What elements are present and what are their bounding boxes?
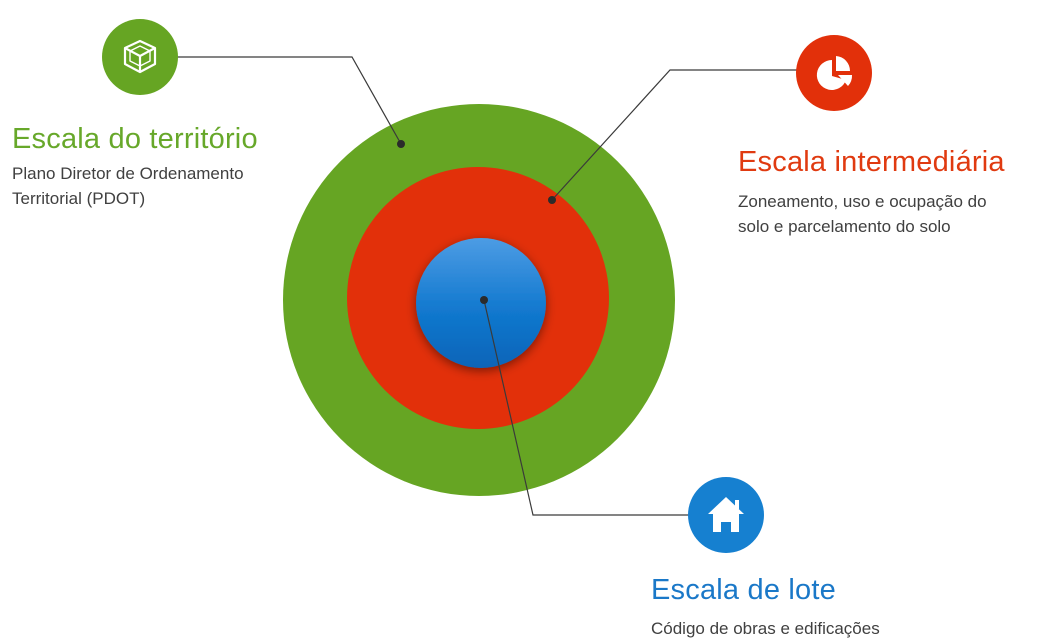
lote-connector <box>483 299 708 516</box>
intermediaria-description-line: Zoneamento, uso e ocupação do <box>738 192 987 211</box>
lote-title: Escala de lote <box>651 574 836 606</box>
territorio-description-line: Territorial (PDOT) <box>12 189 146 208</box>
intermediaria-text-block: Escala intermediária Zoneamento, uso e o… <box>738 148 1005 239</box>
intermediaria-connector <box>551 69 808 201</box>
lote-description: Código de obras e edificações <box>651 616 880 641</box>
cube-icon <box>123 39 157 74</box>
lote-description-line: Código de obras e edificações <box>651 619 880 638</box>
intermediaria-title: Escala intermediária <box>738 146 1005 178</box>
lote-core <box>416 238 546 368</box>
intermediaria-description: Zoneamento, uso e ocupação do solo e par… <box>738 189 1005 239</box>
territorio-title: Escala do território <box>12 123 258 155</box>
territorio-description-line: Plano Diretor de Ordenamento <box>12 164 244 183</box>
lote-text-block: Escala de lote Código de obras e edifica… <box>651 576 880 641</box>
territorio-description: Plano Diretor de Ordenamento Territorial… <box>12 161 258 211</box>
intermediaria-description-line: solo e parcelamento do solo <box>738 217 951 236</box>
lote-badge <box>688 477 764 553</box>
territorio-connector-dot <box>397 140 405 148</box>
pie-chart-icon <box>816 56 853 90</box>
lote-connector-dot <box>480 296 488 304</box>
house-icon <box>708 497 744 532</box>
territorio-badge <box>102 19 178 95</box>
intermediaria-connector-dot <box>548 196 556 204</box>
intermediaria-badge <box>796 35 872 111</box>
territorio-connector <box>172 56 402 145</box>
territorio-text-block: Escala do território Plano Diretor de Or… <box>12 125 258 211</box>
